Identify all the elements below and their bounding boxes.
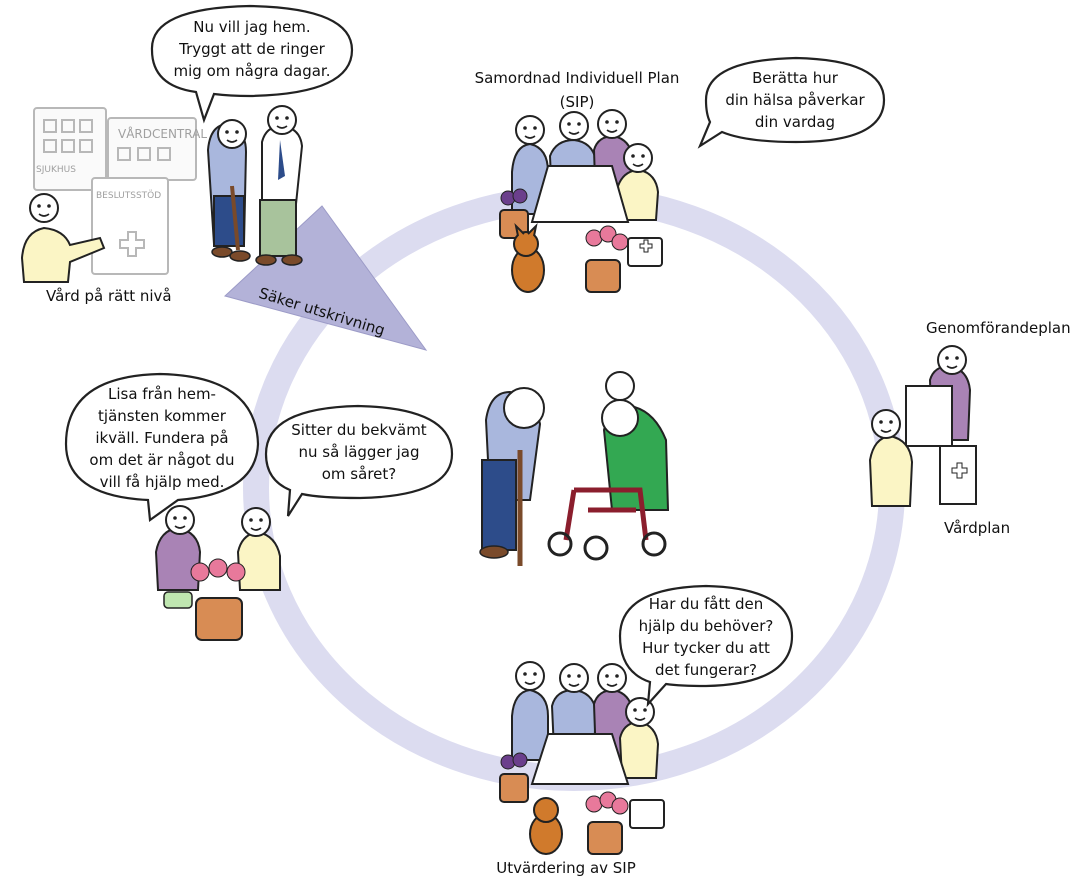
safe-discharge-arrow	[223, 205, 428, 351]
bubble-sitter	[264, 404, 454, 517]
buildings-group	[33, 107, 197, 275]
sip-table	[530, 165, 630, 223]
bubble-hjalp-text: Har du fått den hjälp du behöver? Hur ty…	[620, 593, 792, 681]
label-utvardering: Utvärdering av SIP	[496, 859, 636, 877]
home-flower-pot	[195, 597, 243, 641]
bubble-sitter-line-2: nu så lägger jag	[298, 443, 420, 461]
evaluation-table	[530, 733, 630, 785]
bubble-lisa-line-2: tjänsten kommer	[98, 407, 226, 425]
bubble-hem-line-2: Tryggt att de ringer	[179, 40, 325, 58]
bubble-lisa-line-3: ikväll. Fundera på	[95, 429, 229, 447]
bubble-hem-line-1: Nu vill jag hem.	[193, 18, 311, 36]
central-elderly-woman	[601, 371, 670, 511]
beslutsstod-sign	[91, 177, 169, 275]
bubble-hem-line-3: mig om några dagar.	[173, 62, 331, 80]
bubble-sitter-line-3: om såret?	[321, 465, 397, 483]
evaluation-cat	[529, 797, 563, 855]
label-vard-pa-ratt-niva: Vård på rätt nivå	[46, 287, 172, 305]
label-genomforandeplan: Genomförandeplan	[926, 319, 1071, 337]
central-elderly-man	[479, 387, 545, 566]
vardplan-paper	[939, 445, 977, 505]
sip-evaluation-group	[499, 661, 665, 855]
bubble-lisa-line-5: vill få hjälp med.	[99, 473, 225, 491]
bubble-lisa-line-1: Lisa från hem-	[108, 385, 216, 403]
care-plan-paper	[905, 385, 953, 447]
bubble-lisa	[64, 372, 260, 522]
label-sip-abbrev: (SIP)	[559, 93, 595, 111]
companion-man-figure-top	[255, 105, 304, 266]
bubble-sitter-line-1: Sitter du bekvämt	[291, 421, 427, 439]
bubble-hjalp	[618, 584, 794, 708]
walker	[547, 487, 667, 561]
bubble-hjalp-line-4: det fungerar?	[655, 661, 757, 679]
sip-cat	[511, 222, 545, 293]
label-vardplan: Vårdplan	[944, 519, 1011, 537]
bubble-halsa-line-1: Berätta hur	[752, 69, 838, 87]
bubble-halsa-line-3: din vardag	[754, 113, 836, 131]
nurse-figure-top-left	[20, 193, 106, 283]
home-care-group	[154, 505, 281, 641]
bubble-lisa-text: Lisa från hem- tjänsten kommer ikväll. F…	[66, 383, 258, 493]
bubble-hjalp-line-3: Hur tycker du att	[642, 639, 770, 657]
sip-meeting-group	[499, 109, 663, 293]
vardcentral-sign: VÅRDCENTRAL	[118, 126, 207, 141]
care-plan-group	[868, 345, 977, 507]
elderly-man-figure-top	[206, 119, 251, 262]
sjukhus-sign: SJUKHUS	[36, 165, 76, 175]
hospital-building	[33, 107, 107, 191]
sip-flower-pot-right	[585, 259, 621, 293]
bubble-hjalp-line-1: Har du fått den	[648, 595, 764, 613]
beslutsstod-text: BESLUTSSTÖD	[96, 190, 161, 201]
bubble-halsa-line-2: din hälsa påverkar	[725, 91, 865, 109]
bubble-lisa-line-4: om det är något du	[89, 451, 235, 469]
bubble-halsa-text: Berätta hur din hälsa påverkar din varda…	[706, 67, 884, 133]
bubble-halsa	[697, 56, 886, 149]
label-sip-title: Samordnad Individuell Plan	[474, 69, 680, 87]
bubble-sitter-text: Sitter du bekvämt nu så lägger jag om så…	[266, 419, 452, 485]
bubble-hjalp-line-2: hjälp du behöver?	[638, 617, 774, 635]
bubble-hem	[150, 4, 354, 124]
bubble-hem-text: Nu vill jag hem. Tryggt att de ringer mi…	[152, 16, 352, 82]
